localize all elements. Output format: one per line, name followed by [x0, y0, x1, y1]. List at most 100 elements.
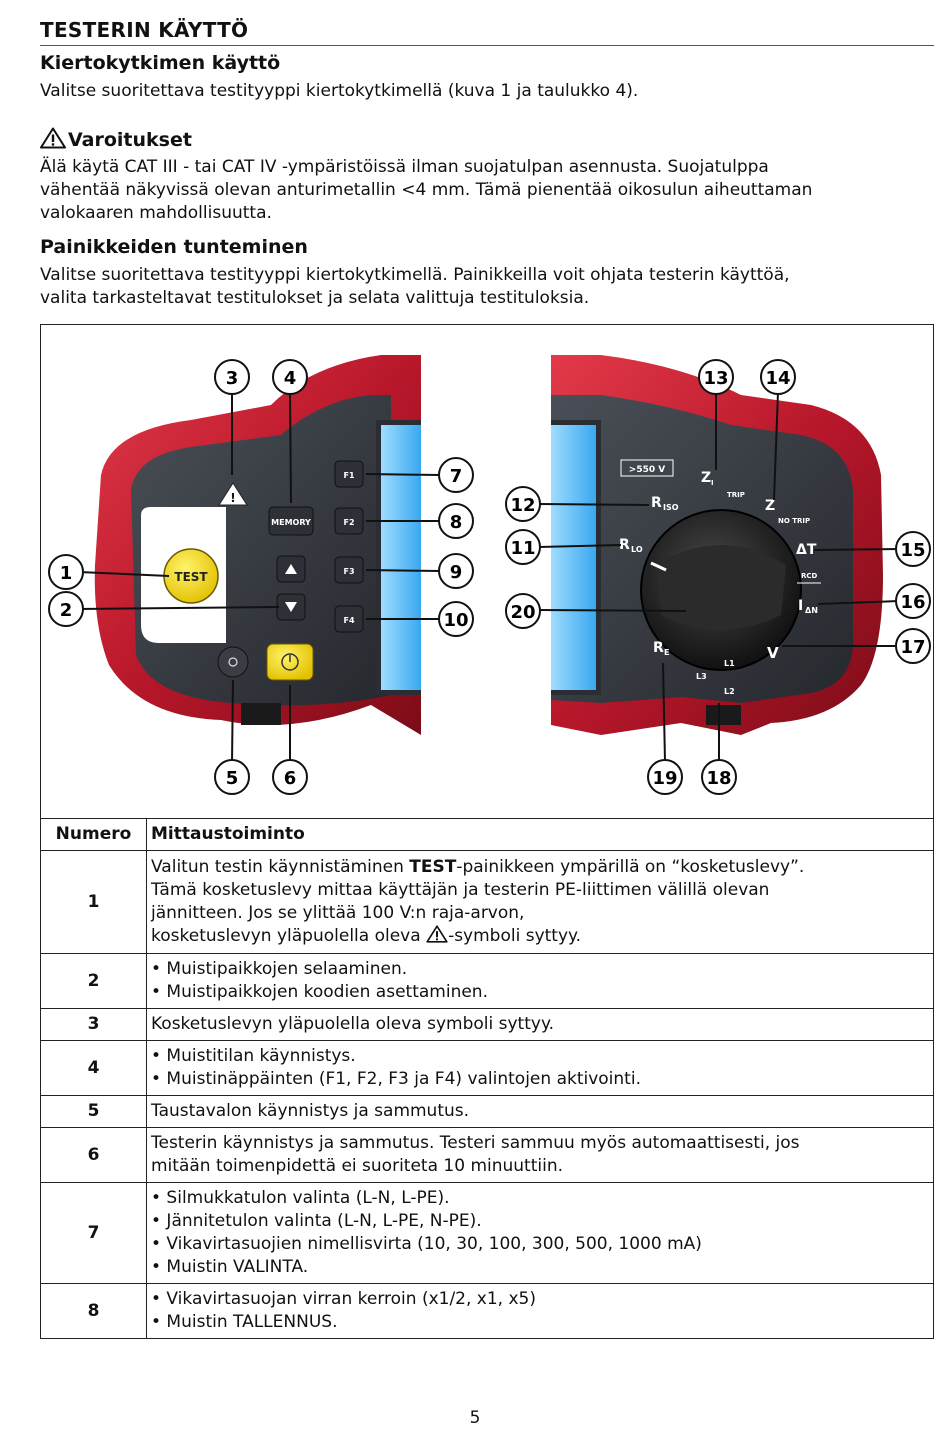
- callout-20: 20: [510, 602, 535, 623]
- callout-4: 4: [284, 368, 297, 389]
- table-row: 3 Kosketuslevyn yläpuolella oleva symbol…: [40, 1008, 934, 1041]
- row-text-line: Kosketuslevyn yläpuolella oleva symboli …: [151, 1014, 554, 1034]
- callout-10: 10: [443, 610, 468, 631]
- callout-13: 13: [703, 368, 728, 389]
- touch-warning-icon: !: [230, 491, 235, 505]
- dial-l1-label: L1: [724, 659, 735, 668]
- row-text-bold: TEST: [409, 857, 457, 877]
- row-text-line: • Muistitilan käynnistys.: [151, 1046, 356, 1066]
- dial-rlo-label: R: [619, 537, 630, 553]
- callout-9: 9: [450, 562, 463, 583]
- backlight-icon: [228, 657, 238, 667]
- row-text-line: • Muistipaikkojen selaaminen.: [151, 959, 408, 979]
- tester-illustration: TEST ! MEMORY F1 F2 F3 F4: [48, 355, 931, 795]
- row-text: Valitun testin käynnistäminen TEST-paini…: [146, 850, 934, 954]
- row-text-part: Valitun testin käynnistäminen: [151, 857, 410, 877]
- table-row: 6 Testerin käynnistys ja sammutus. Teste…: [40, 1127, 934, 1183]
- callout-3: 3: [226, 368, 239, 389]
- row-number: 1: [40, 850, 147, 954]
- section-text-buttons: Valitse suoritettava testityyppi kiertok…: [40, 264, 920, 310]
- table-row: 4 • Muistitilan käynnistys. • Muistinäpp…: [40, 1040, 934, 1096]
- f4-button-label: F4: [343, 616, 354, 625]
- row-text-line: • Muistinäppäinten (F1, F2, F3 ja F4) va…: [151, 1069, 641, 1089]
- row-text: Testerin käynnistys ja sammutus. Testeri…: [146, 1127, 934, 1183]
- row-text: Taustavalon käynnistys ja sammutus.: [146, 1095, 934, 1128]
- callout-14: 14: [765, 368, 790, 389]
- callout-11: 11: [510, 538, 535, 559]
- row-number: 2: [40, 953, 147, 1009]
- dial-notrip-label: NO TRIP: [778, 517, 810, 525]
- cat-rating-label: >550 V: [629, 465, 665, 475]
- row-text-line: • Muistin VALINTA.: [151, 1257, 309, 1277]
- dial-rlo-sub: LO: [631, 545, 643, 554]
- row-text-part: kosketuslevyn yläpuolella oleva: [151, 926, 427, 946]
- row-text: • Vikavirtasuojan virran kerroin (x1/2, …: [146, 1283, 934, 1339]
- test-button-label: TEST: [174, 570, 208, 584]
- row-text-part: -painikkeen ympärillä on “kosketuslevy”.: [456, 857, 805, 877]
- section-text-rotary-switch: Valitse suoritettava testityyppi kiertok…: [40, 81, 639, 101]
- function-table: Numero Mittaustoiminto 1 Valitun testin …: [40, 818, 934, 1339]
- table-row: 8 • Vikavirtasuojan virran kerroin (x1/2…: [40, 1283, 934, 1339]
- callout-2: 2: [60, 600, 73, 621]
- table-header-row: Numero Mittaustoiminto: [40, 818, 934, 851]
- dial-v-label: V: [767, 644, 779, 662]
- dial-zi-notrip-label: Z: [765, 498, 775, 514]
- row-number: 8: [40, 1283, 147, 1339]
- section-text-line: valita tarkasteltavat testitulokset ja s…: [40, 288, 590, 308]
- warning-line: vähentää näkyvissä olevan anturimetallin…: [40, 180, 813, 200]
- dial-trip-label: TRIP: [727, 491, 745, 499]
- row-text: • Silmukkatulon valinta (L-N, L-PE). • J…: [146, 1182, 934, 1284]
- callout-16: 16: [900, 592, 925, 613]
- callout-18: 18: [706, 768, 731, 789]
- warning-line: valokaaren mahdollisuutta.: [40, 203, 272, 223]
- power-icon: [281, 653, 299, 671]
- warning-triangle-icon: [40, 127, 66, 149]
- dial-zi-trip-sub: I: [711, 479, 714, 487]
- row-text-line: Testerin käynnistys ja sammutus. Testeri…: [151, 1133, 800, 1153]
- f1-button-label: F1: [343, 471, 354, 480]
- row-number: 3: [40, 1008, 147, 1041]
- right-device: >550 V R ISO R LO Z I TRIP Z NO TRIP ΔT …: [551, 355, 883, 735]
- f2-button-label: F2: [343, 518, 354, 527]
- warning-triangle-icon: [426, 925, 448, 943]
- row-text-line: Tämä kosketuslevy mittaa käyttäjän ja te…: [151, 880, 770, 900]
- callout-7: 7: [450, 466, 463, 487]
- row-text-line: • Jännitetulon valinta (L-N, L-PE, N-PE)…: [151, 1211, 482, 1231]
- memory-button-label: MEMORY: [271, 518, 311, 527]
- dial-l2-label: L2: [724, 687, 735, 696]
- table-row: 1 Valitun testin käynnistäminen TEST-pai…: [40, 850, 934, 954]
- table-row: 2 • Muistipaikkojen selaaminen. • Muisti…: [40, 953, 934, 1009]
- dial-riso-label: R: [651, 495, 662, 511]
- f3-button-label: F3: [343, 567, 354, 576]
- row-text: • Muistipaikkojen selaaminen. • Muistipa…: [146, 953, 934, 1009]
- dial-delta-t-label: ΔT: [796, 542, 817, 558]
- warning-line: Älä käytä CAT III - tai CAT IV -ympärist…: [40, 157, 769, 177]
- row-text: • Muistitilan käynnistys. • Muistinäppäi…: [146, 1040, 934, 1096]
- callout-8: 8: [450, 512, 463, 533]
- warnings-text: Älä käytä CAT III - tai CAT IV -ympärist…: [40, 156, 920, 225]
- row-number: 6: [40, 1127, 147, 1183]
- table-row: 5 Taustavalon käynnistys ja sammutus.: [40, 1095, 934, 1128]
- callout-1: 1: [60, 563, 73, 584]
- table-row: 7 • Silmukkatulon valinta (L-N, L-PE). •…: [40, 1182, 934, 1284]
- leader-lines: [78, 391, 900, 763]
- dial-re-sub: E: [664, 648, 669, 657]
- header-rule: [40, 45, 934, 46]
- row-text-line: • Silmukkatulon valinta (L-N, L-PE).: [151, 1188, 450, 1208]
- row-text-line: • Muistipaikkojen koodien asettaminen.: [151, 982, 488, 1002]
- row-text-line: Taustavalon käynnistys ja sammutus.: [151, 1101, 470, 1121]
- row-text-line: • Vikavirtasuojien nimellisvirta (10, 30…: [151, 1234, 702, 1254]
- warnings-heading: Varoitukset: [40, 127, 192, 151]
- row-text-part: -symboli syttyy.: [448, 926, 582, 946]
- callout-12: 12: [510, 495, 535, 516]
- tester-figure: TEST ! MEMORY F1 F2 F3 F4: [40, 324, 934, 818]
- warnings-heading-text: Varoitukset: [68, 129, 192, 151]
- arrow-down-icon: [285, 602, 297, 612]
- table-header-number: Numero: [40, 818, 147, 851]
- row-number: 7: [40, 1182, 147, 1284]
- dial-idn-sub: ΔN: [805, 606, 818, 615]
- arrow-up-icon: [285, 564, 297, 574]
- page-header-title: TESTERIN KÄYTTÖ: [40, 18, 249, 42]
- callout-5: 5: [226, 768, 239, 789]
- callout-6: 6: [284, 768, 297, 789]
